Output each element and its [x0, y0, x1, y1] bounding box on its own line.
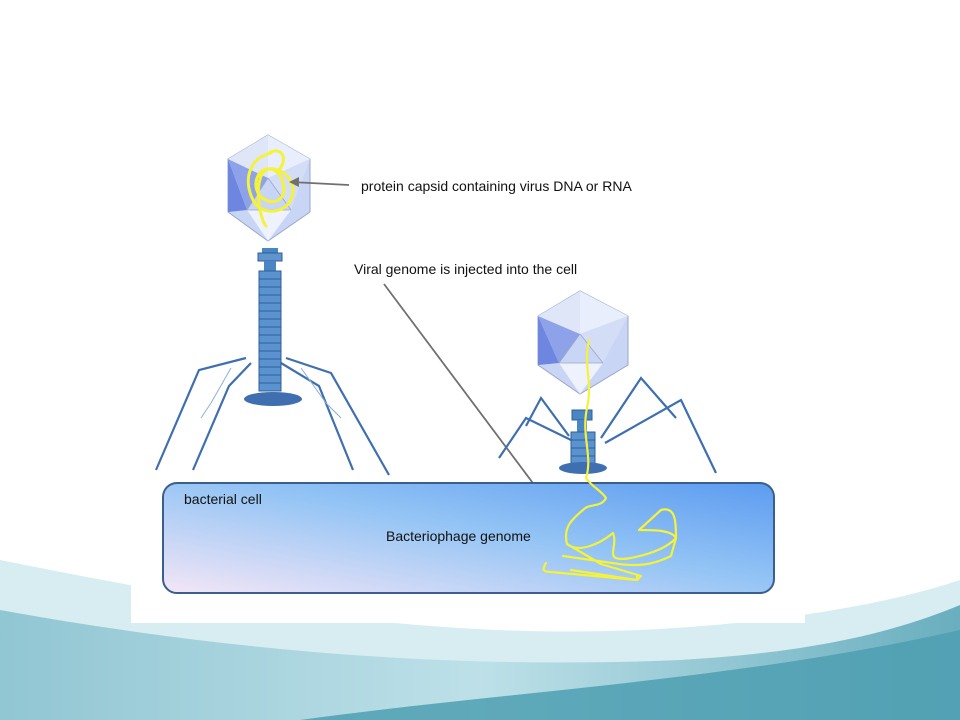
capsid-arrow [290, 181, 350, 186]
capsid-label: protein capsid containing virus DNA or R… [361, 178, 632, 194]
phage1-dna [246, 149, 295, 228]
phage2-baseplate [559, 462, 607, 474]
bacteriophage-genome-label: Bacteriophage genome [386, 528, 531, 544]
phage2-capsid [537, 290, 629, 395]
phage1-legs [154, 356, 390, 476]
injection-label: Viral genome is injected into the cell [354, 261, 578, 277]
phage1-capsid [227, 134, 311, 242]
phage2-tail [559, 409, 607, 474]
bacterial-cell-label: bacterial cell [184, 491, 262, 507]
phage2-legs [498, 376, 717, 474]
wave-dark [300, 630, 960, 720]
bacteriophage-diagram: protein capsid containing virus DNA or R… [131, 118, 805, 623]
phage2-dna [542, 338, 678, 582]
bacterial-cell [162, 482, 775, 594]
phage1-baseplate [244, 392, 302, 406]
injection-arrow [383, 283, 560, 519]
phage1-tail [244, 248, 302, 406]
